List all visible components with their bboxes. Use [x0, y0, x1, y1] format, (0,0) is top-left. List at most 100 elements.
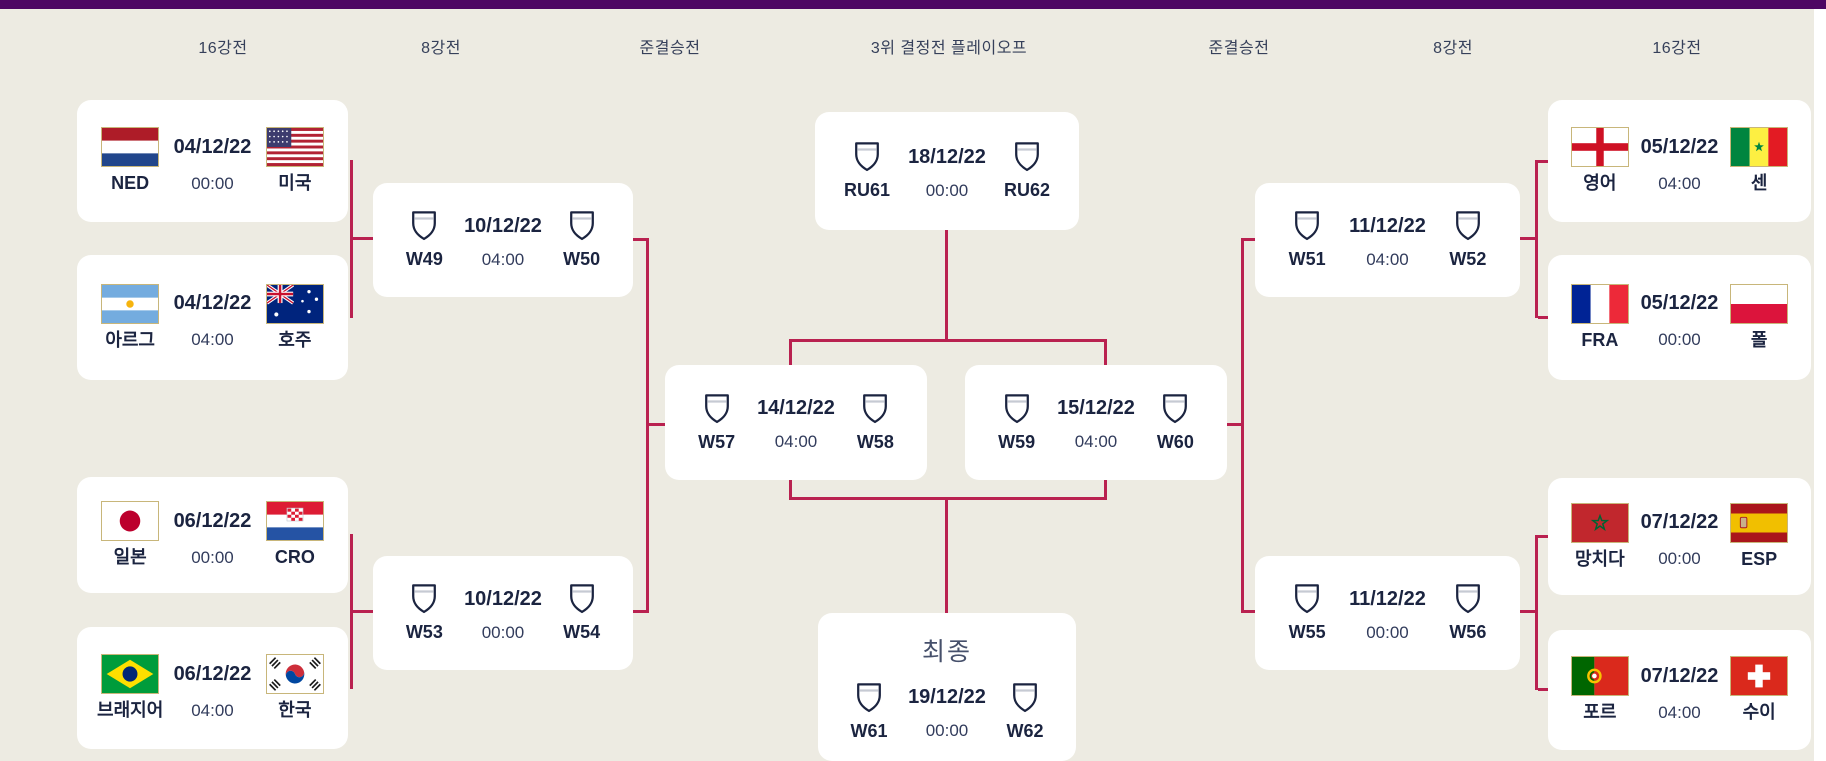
- shield-icon: [854, 681, 884, 715]
- match-time: 00:00: [1658, 549, 1701, 568]
- home-team-label: 아르그: [105, 329, 155, 350]
- match-date: 05/12/22: [1640, 135, 1719, 158]
- connector-segment: [1104, 480, 1107, 500]
- away-team-label: W56: [1449, 622, 1487, 643]
- right-gutter: [1814, 9, 1826, 761]
- top-accent-bar: [0, 0, 1826, 9]
- flag-france-icon: [1570, 283, 1629, 324]
- match-card-r16-arg-aus[interactable]: 04/12/22 아르그 04:00 호주: [77, 255, 348, 380]
- connector-segment: [1241, 238, 1244, 613]
- shield-icon: [860, 392, 890, 426]
- match-time: 04:00: [1074, 432, 1118, 451]
- home-team-label: W49: [405, 249, 443, 270]
- shield-icon: [567, 582, 597, 616]
- away-team-label: 폴: [1750, 329, 1768, 350]
- connector-segment: [789, 342, 792, 366]
- connector-segment: [1517, 610, 1535, 613]
- match-card-r16-por-sui[interactable]: 07/12/22 포르 04:00 수이: [1548, 630, 1811, 750]
- round-header-r16-right: 16강전: [1652, 40, 1702, 57]
- shield-icon: [852, 140, 882, 174]
- away-team-label: RU62: [1003, 180, 1051, 201]
- flag-england-icon: [1570, 127, 1629, 168]
- connector-segment: [1244, 238, 1256, 241]
- match-time: 04:00: [1658, 173, 1701, 193]
- match-card-r16-bra-kor[interactable]: 06/12/22 브래지어 04:00 한국: [77, 627, 348, 749]
- flag-switzerland-icon: [1730, 656, 1789, 697]
- match-time: 00:00: [925, 180, 969, 200]
- match-card-sf-w59-w60[interactable]: 15/12/22 W59 04:00 W60: [965, 365, 1227, 480]
- match-date: 05/12/22: [1640, 292, 1719, 315]
- match-time: 00:00: [191, 173, 234, 193]
- match-time: 04:00: [191, 700, 234, 720]
- connector-segment: [350, 534, 353, 689]
- shield-icon: [1453, 582, 1483, 616]
- match-card-r16-fra-pol[interactable]: 05/12/22 FRA 00:00 폴: [1548, 255, 1811, 380]
- round-header-r16-left: 16강전: [198, 40, 248, 57]
- home-team-label: 망치다: [1574, 548, 1625, 569]
- round-header-sf-right: 준결승전: [1208, 40, 1270, 57]
- shield-icon: [1160, 392, 1190, 426]
- flag-south-korea-icon: [265, 654, 324, 695]
- flag-netherlands-icon: [101, 127, 160, 168]
- away-team-label: 호주: [278, 329, 312, 350]
- match-time: 04:00: [1366, 249, 1409, 269]
- connector-segment: [789, 339, 1107, 342]
- match-date: 10/12/22: [464, 587, 542, 610]
- match-date: 06/12/22: [173, 509, 252, 532]
- connector-segment: [1244, 610, 1256, 613]
- home-team-label: W57: [698, 431, 736, 452]
- match-card-final[interactable]: 최종 19/12/22 W61 00:00 W62: [818, 613, 1076, 761]
- match-card-r16-mar-esp[interactable]: 07/12/22 망치다 00:00 ESP: [1548, 478, 1811, 595]
- match-card-qf-w55-w56[interactable]: 11/12/22 W55 00:00 W56: [1255, 556, 1520, 670]
- match-time: 00:00: [1366, 622, 1409, 642]
- connector-segment: [350, 160, 353, 318]
- flag-spain-icon: [1730, 502, 1789, 543]
- connector-segment: [945, 500, 948, 614]
- flag-brazil-icon: [101, 654, 160, 695]
- shield-icon: [1292, 209, 1322, 243]
- match-card-third-place[interactable]: 18/12/22 RU61 00:00 RU62: [815, 112, 1079, 230]
- match-card-qf-w51-w52[interactable]: 11/12/22 W51 04:00 W52: [1255, 183, 1520, 297]
- home-team-label: W61: [850, 720, 888, 741]
- match-date: 07/12/22: [1640, 664, 1719, 687]
- match-card-sf-w57-w58[interactable]: 14/12/22 W57 04:00 W58: [665, 365, 927, 480]
- shield-icon: [1010, 681, 1040, 715]
- home-team-label: RU61: [843, 180, 891, 201]
- match-time: 04:00: [1658, 702, 1701, 722]
- away-team-label: 수이: [1742, 702, 1776, 723]
- flag-argentina-icon: [101, 283, 160, 324]
- connector-segment: [632, 610, 648, 613]
- home-team-label: W55: [1288, 622, 1326, 643]
- connector-segment: [1538, 316, 1549, 319]
- away-team-label: W50: [563, 249, 601, 270]
- match-card-r16-eng-sen[interactable]: 05/12/22 영어 04:00 센: [1548, 100, 1811, 222]
- match-time: 04:00: [191, 330, 234, 349]
- connector-segment: [1104, 342, 1107, 366]
- match-card-r16-ned-usa[interactable]: 04/12/22 NED 00:00 미국: [77, 100, 348, 222]
- match-time: 04:00: [774, 432, 818, 451]
- away-team-label: 한국: [278, 700, 312, 721]
- flag-usa-icon: [265, 127, 324, 168]
- round-header-qf-right: 8강전: [1433, 40, 1473, 57]
- match-card-r16-jpn-cro[interactable]: 06/12/22 일본 00:00 CRO: [77, 477, 348, 593]
- away-team-label: ESP: [1741, 548, 1778, 569]
- flag-portugal-icon: [1570, 656, 1629, 697]
- away-team-label: CRO: [274, 547, 315, 568]
- round-header-third-place: 3위 결정전 플레이오프: [870, 40, 1028, 57]
- shield-icon: [1012, 140, 1042, 174]
- home-team-label: 포르: [1583, 702, 1617, 723]
- match-card-qf-w49-w50[interactable]: 10/12/22 W49 04:00 W50: [373, 183, 633, 297]
- shield-icon: [1292, 582, 1322, 616]
- connector-segment: [1538, 688, 1549, 691]
- match-date: 11/12/22: [1349, 587, 1426, 610]
- match-date: 15/12/22: [1057, 397, 1135, 420]
- match-date: 14/12/22: [757, 397, 835, 420]
- shield-icon: [702, 392, 732, 426]
- shield-icon: [1002, 392, 1032, 426]
- match-time: 00:00: [925, 721, 969, 740]
- shield-icon: [567, 209, 597, 243]
- connector-segment: [1227, 423, 1244, 426]
- match-date: 11/12/22: [1349, 214, 1426, 237]
- match-card-qf-w53-w54[interactable]: 10/12/22 W53 00:00 W54: [373, 556, 633, 670]
